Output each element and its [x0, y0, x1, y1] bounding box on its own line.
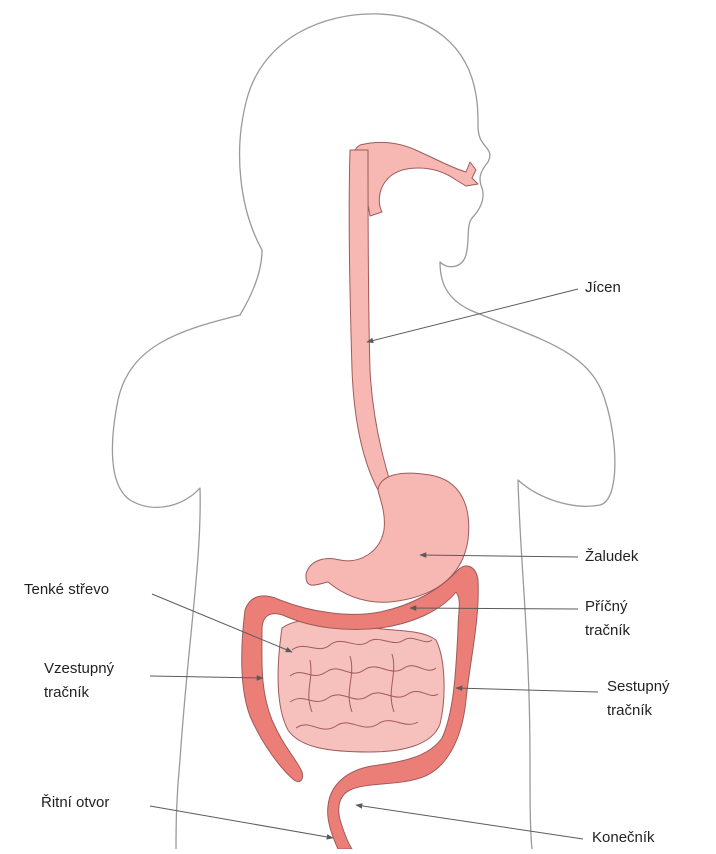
pharynx-shape [350, 142, 478, 260]
leader-sestupny [456, 688, 598, 692]
label-jicen: Jícen [585, 276, 621, 299]
label-pricny-line1: Příčný [585, 595, 628, 618]
leader-jicen [367, 289, 578, 342]
label-vzestupny-line2: tračník [44, 681, 89, 704]
label-konecnik: Konečník [592, 826, 655, 849]
label-vzestupny-line1: Vzestupný [44, 657, 114, 680]
leader-ritni-otvor [150, 806, 333, 838]
label-sestupny-line2: tračník [607, 699, 652, 722]
label-ritni-otvor: Řitní otvor [41, 791, 109, 814]
body-outline-left [112, 315, 240, 849]
leader-konecnik [356, 805, 583, 839]
label-pricny-line2: tračník [585, 619, 630, 642]
label-zaludek: Žaludek [585, 545, 638, 568]
label-sestupny-line1: Sestupný [607, 675, 670, 698]
label-tenke-strevo: Tenké střevo [24, 578, 109, 601]
